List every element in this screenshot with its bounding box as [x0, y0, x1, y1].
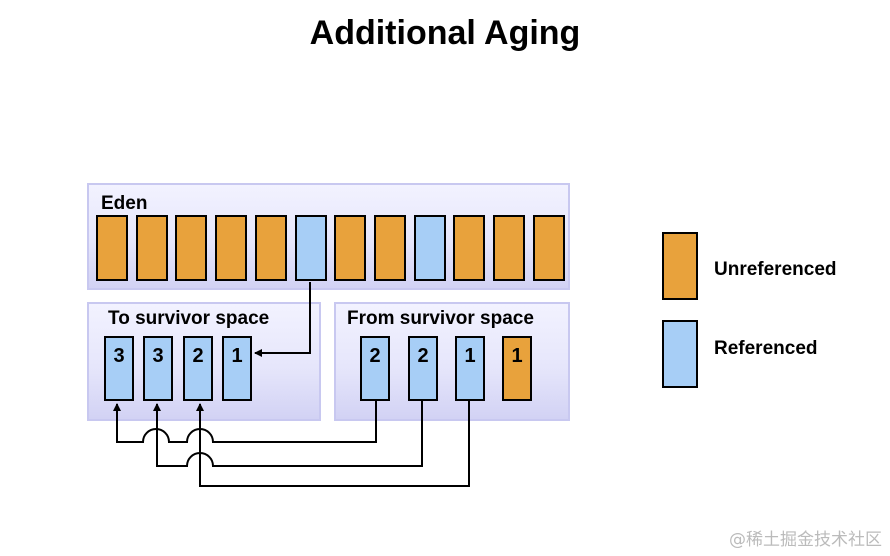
to-survivor-panel: To survivor space [87, 302, 321, 421]
watermark-text: @稀土掘金技术社区 [729, 530, 882, 550]
to-survivor-object-age: 3 [113, 345, 125, 367]
to-survivor-object: 1 [222, 336, 252, 401]
to-survivor-object: 2 [183, 336, 213, 401]
legend-unreferenced-swatch [662, 232, 698, 300]
to-survivor-object: 3 [104, 336, 134, 401]
to-survivor-object-age: 2 [192, 345, 204, 367]
from-survivor-object: 1 [502, 336, 532, 401]
eden-object [334, 215, 366, 281]
to-survivor-label: To survivor space [108, 308, 270, 329]
eden-object [414, 215, 446, 281]
eden-object [136, 215, 168, 281]
from-survivor-object: 2 [408, 336, 438, 401]
eden-object [374, 215, 406, 281]
eden-object [175, 215, 207, 281]
to-survivor-object-age: 3 [152, 345, 164, 367]
eden-object [493, 215, 525, 281]
legend-referenced-swatch [662, 320, 698, 388]
from-survivor-object-age: 2 [417, 345, 429, 367]
eden-object [255, 215, 287, 281]
from-survivor-object-age: 1 [464, 345, 476, 367]
eden-object [453, 215, 485, 281]
from-survivor-label: From survivor space [347, 308, 534, 329]
to-survivor-object-age: 1 [231, 345, 243, 367]
eden-object [215, 215, 247, 281]
arrow-from-cell-1-to-cell-1 [113, 400, 377, 443]
eden-object [96, 215, 128, 281]
from-survivor-object: 1 [455, 336, 485, 401]
arrow-eden-to-survivor [254, 282, 311, 357]
eden-object [295, 215, 327, 281]
legend-referenced-label: Referenced [714, 338, 818, 359]
eden-object [533, 215, 565, 281]
diagram-title: Additional Aging [309, 14, 581, 52]
arrow-from-cell-2-to-cell-2 [153, 400, 423, 467]
arrow-from-cell-3-to-cell-3 [196, 400, 470, 487]
from-survivor-object-age: 1 [511, 345, 523, 367]
legend-unreferenced-label: Unreferenced [714, 259, 837, 280]
from-survivor-object-age: 2 [369, 345, 381, 367]
eden-label: Eden [101, 193, 148, 214]
to-survivor-object: 3 [143, 336, 173, 401]
